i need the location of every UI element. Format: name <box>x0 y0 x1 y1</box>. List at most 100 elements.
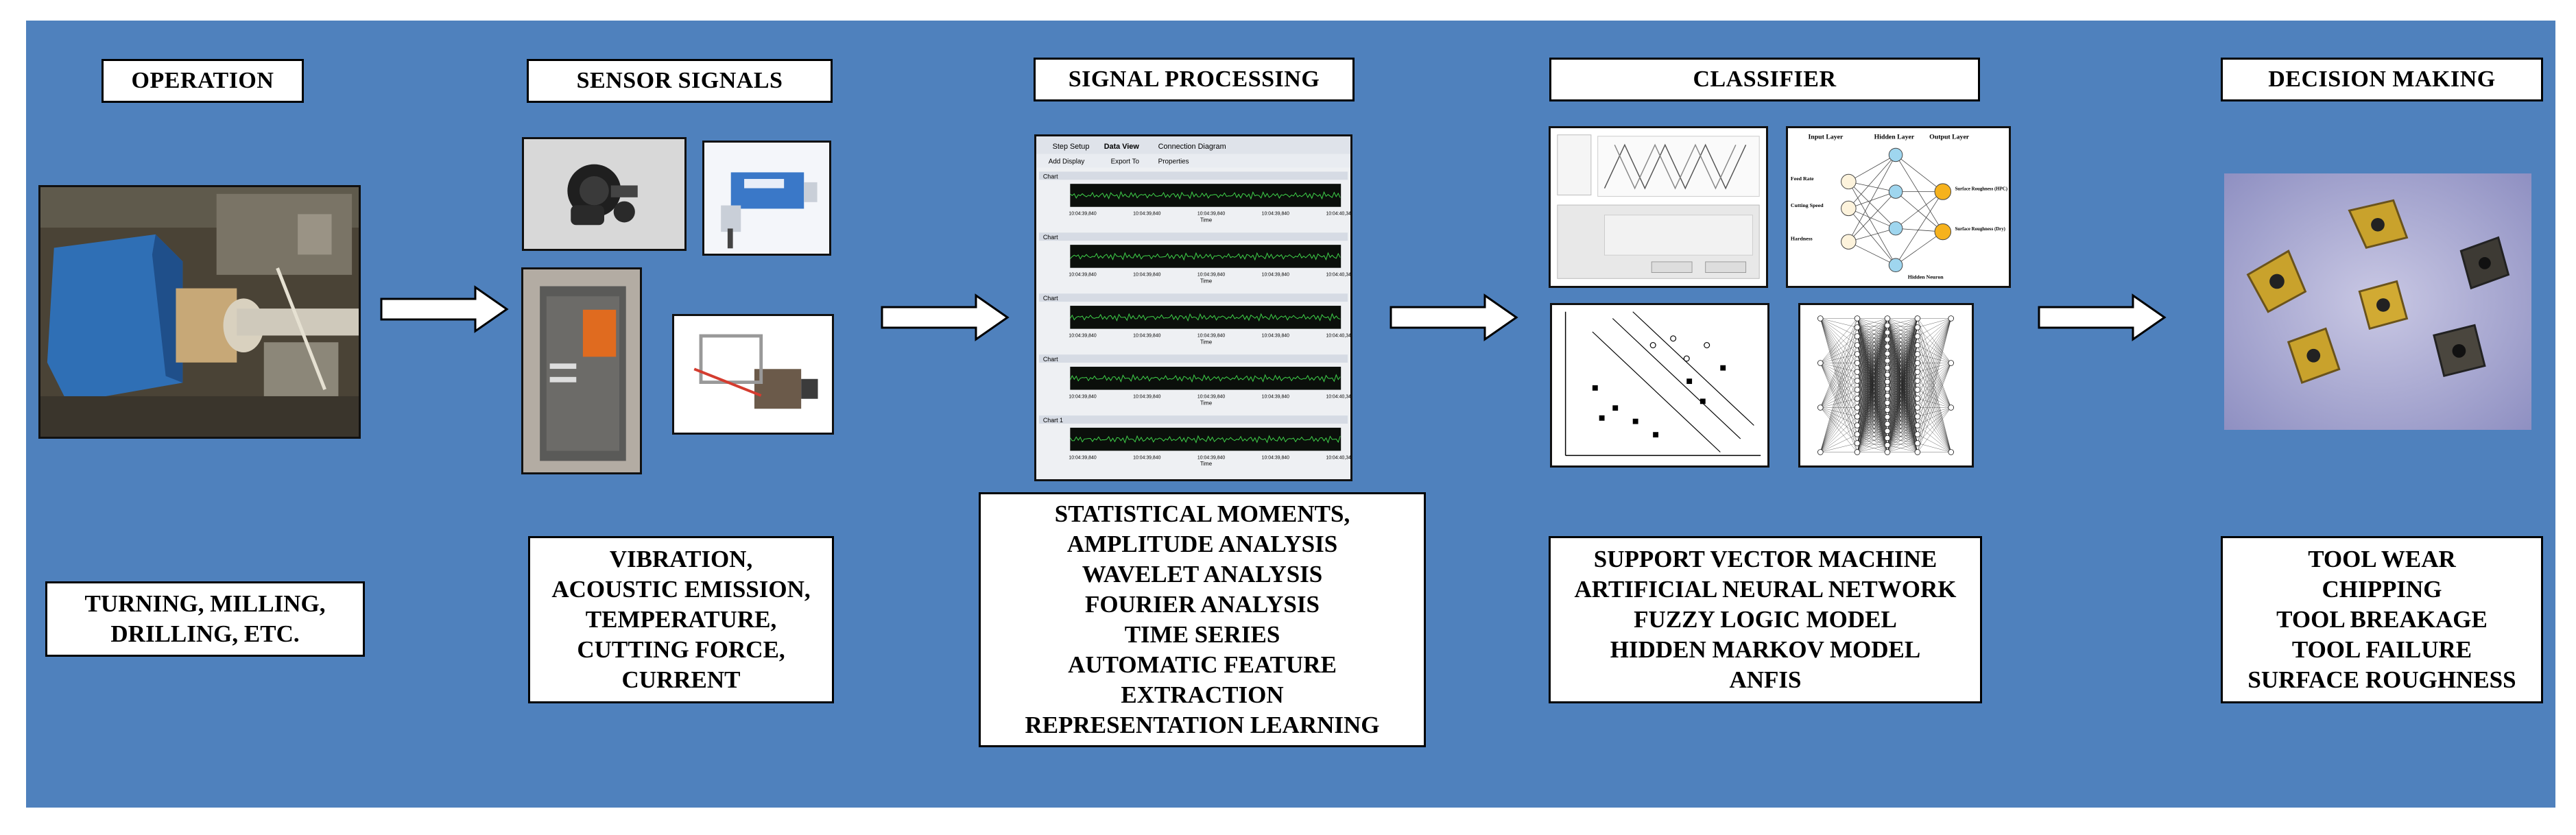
time-tick-label: 10:04:39,840 <box>1133 455 1160 460</box>
network-connection <box>1887 327 1918 418</box>
toolbar-add-display[interactable]: Add Display <box>1049 158 1085 166</box>
network-connection <box>1820 434 1858 452</box>
network-node <box>1884 378 1891 385</box>
network-connection <box>1887 318 1918 389</box>
time-tick-label: 10:04:39,840 <box>1069 455 1096 460</box>
fuzzy-membership-plot <box>1549 126 1768 288</box>
time-tick-label: 10:04:39,840 <box>1069 333 1096 338</box>
network-connection <box>1887 345 1918 375</box>
network-connection <box>1887 372 1918 452</box>
signal-processing-header: SIGNAL PROCESSING <box>1034 58 1355 101</box>
network-connection <box>1857 425 1888 446</box>
network-connection <box>1857 381 1888 452</box>
network-connection <box>1857 332 1888 452</box>
network-connection <box>1857 353 1888 426</box>
time-tick-label: 10:04:39,840 <box>1262 394 1289 399</box>
chart-title: Chart <box>1043 295 1058 302</box>
time-tick-label: 10:04:39,840 <box>1262 333 1289 338</box>
chart-header <box>1038 232 1348 241</box>
network-connection <box>1857 434 1888 452</box>
processing-item: AUTOMATIC FEATURE <box>1068 651 1337 678</box>
network-connection <box>1917 363 1951 452</box>
chart-plot-area <box>1070 427 1341 451</box>
network-connection <box>1857 318 1888 328</box>
time-tick-label: 10:04:39,840 <box>1133 273 1160 278</box>
signal-amplifier-photo <box>521 267 642 474</box>
network-node <box>1884 407 1891 413</box>
network-connection <box>1887 318 1918 333</box>
network-connection <box>1857 443 1887 446</box>
chart-title: Chart 1 <box>1043 417 1063 424</box>
time-tick-label: 10:04:39,840 <box>1262 455 1289 460</box>
network-node <box>1854 342 1861 348</box>
network-node <box>1914 342 1921 348</box>
tab-step-setup[interactable]: Step Setup <box>1053 143 1090 151</box>
network-connection <box>1857 332 1888 426</box>
network-connection <box>1887 389 1918 452</box>
signal-trace <box>1069 252 1341 261</box>
network-connection <box>1887 336 1918 368</box>
processing-item: WAVELET ANALYSIS <box>1082 561 1323 588</box>
network-connection <box>1917 318 1951 337</box>
classifier-item: ARTIFICIAL NEURAL NETWORK <box>1574 576 1957 603</box>
network-connection <box>1857 409 1888 444</box>
chart-plot-area <box>1070 245 1341 268</box>
network-node <box>1914 351 1921 357</box>
classifier-item: HIDDEN MARKOV MODEL <box>1610 636 1921 663</box>
network-connection <box>1820 318 1858 452</box>
time-tick-label: 10:04:39,840 <box>1133 394 1160 399</box>
decision-item: TOOL WEAR <box>2308 546 2456 572</box>
neural-network-diagram: Input Layer Hidden Layer Output Layer Fe… <box>1786 126 2011 288</box>
network-connection <box>1857 353 1888 452</box>
network-node <box>1854 449 1861 455</box>
network-connection <box>1887 327 1918 439</box>
tab-connection-diagram[interactable]: Connection Diagram <box>1158 143 1226 151</box>
network-connection <box>1857 402 1888 435</box>
tab-data-view[interactable]: Data View <box>1104 143 1140 151</box>
network-node <box>1884 385 1891 392</box>
sensor-item: CUTTING FORCE, <box>577 636 785 663</box>
network-connection <box>1857 389 1888 426</box>
arrow-classifier-to-decision-icon <box>2037 293 2167 341</box>
time-axis-label: Time <box>1200 217 1213 223</box>
time-tick-label: 10:04:39,840 <box>1197 212 1225 217</box>
network-connection <box>1857 318 1888 363</box>
network-node <box>1884 372 1891 378</box>
network-connection <box>1820 327 1858 452</box>
network-connection <box>1887 345 1918 446</box>
network-connection <box>1887 318 1918 361</box>
network-node <box>1884 350 1891 357</box>
decision-item: SURFACE ROUGHNESS <box>2247 666 2516 693</box>
network-connection <box>1857 332 1888 435</box>
network-connection <box>1917 318 1951 390</box>
network-node <box>1914 360 1921 366</box>
network-node <box>1854 360 1861 366</box>
network-connection <box>1887 318 1918 375</box>
network-connection <box>1857 339 1888 452</box>
arrow-operation-to-sensor-icon <box>379 285 510 333</box>
classifier-item: FUZZY LOGIC MODEL <box>1634 606 1897 633</box>
time-tick-label: 10:04:39,840 <box>1262 273 1289 278</box>
network-connection <box>1857 396 1888 435</box>
chart-header <box>1038 293 1348 302</box>
network-node <box>1854 404 1861 411</box>
classifier-item: SUPPORT VECTOR MACHINE <box>1593 546 1937 572</box>
toolbar-export-to[interactable]: Export To <box>1111 158 1140 166</box>
signal-processing-items-box: STATISTICAL MOMENTS, AMPLITUDE ANALYSIS … <box>979 492 1426 747</box>
decision-making-header: DECISION MAKING <box>2221 58 2543 101</box>
network-node <box>1854 422 1861 428</box>
classifier-header: CLASSIFIER <box>1549 58 1980 101</box>
network-connection <box>1820 354 1858 452</box>
processing-item: REPRESENTATION LEARNING <box>1025 712 1380 738</box>
network-connection <box>1887 318 1918 424</box>
network-connection <box>1887 318 1918 340</box>
network-node <box>1914 387 1921 393</box>
network-connection <box>1857 318 1888 337</box>
operation-item: TURNING, MILLING, <box>84 590 326 617</box>
network-node <box>1884 441 1891 448</box>
toolbar-properties[interactable]: Properties <box>1158 158 1189 166</box>
network-node <box>1914 404 1921 411</box>
classifier-items-box: SUPPORT VECTOR MACHINE ARTIFICIAL NEURAL… <box>1549 536 1982 703</box>
network-node <box>1914 431 1921 437</box>
network-connection <box>1857 443 1888 452</box>
